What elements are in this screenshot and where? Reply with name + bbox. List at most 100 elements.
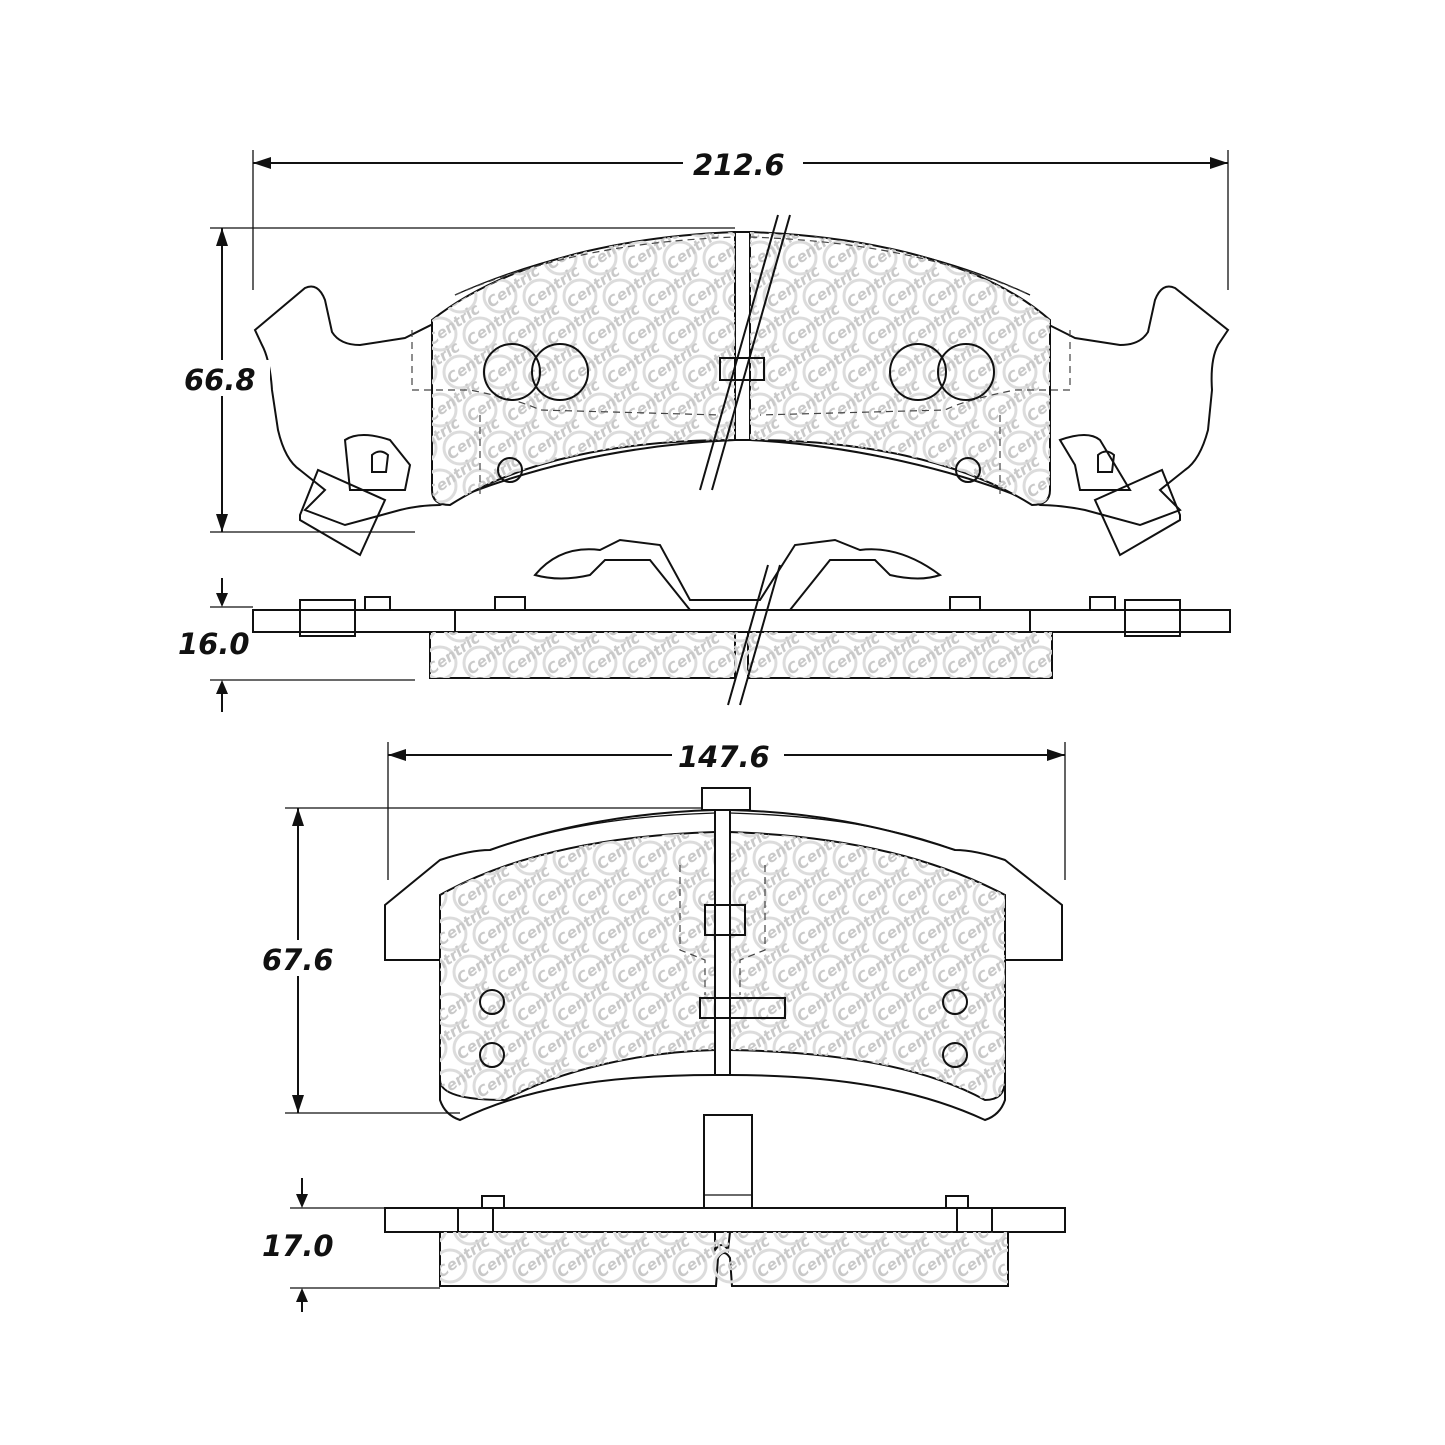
svg-text:Centric: Centric bbox=[933, 786, 993, 835]
svg-text:Centric: Centric bbox=[663, 452, 723, 501]
svg-text:Centric: Centric bbox=[453, 786, 513, 835]
svg-text:Centric: Centric bbox=[743, 452, 803, 501]
pad2-width-dimension: 147.6 bbox=[387, 737, 1066, 880]
svg-text:Centric: Centric bbox=[973, 1194, 1033, 1243]
watermark-logo: Centric bbox=[812, 1232, 873, 1246]
svg-text:Centric: Centric bbox=[463, 224, 523, 273]
pad1-width-dimension: 212.6 bbox=[252, 145, 1229, 290]
watermark-logo: Centric bbox=[622, 452, 683, 504]
watermark-logo: Centric bbox=[1022, 224, 1083, 276]
watermark-logo: Centric bbox=[992, 1052, 1005, 1100]
watermark-logo: Centric bbox=[772, 1232, 833, 1246]
svg-text:Centric: Centric bbox=[1043, 262, 1103, 311]
svg-text:Centric: Centric bbox=[493, 786, 553, 835]
svg-text:Centric: Centric bbox=[923, 186, 983, 235]
watermark-logo: Centric bbox=[492, 1232, 553, 1246]
watermark-logo: Centric bbox=[1042, 338, 1050, 390]
hole-icon bbox=[479, 1042, 505, 1068]
svg-text:Centric: Centric bbox=[883, 186, 943, 235]
watermark-logo: Centric bbox=[652, 1232, 713, 1246]
pad2-side-watermark: CentricCentricCentricCentricCentricCentr… bbox=[440, 1194, 1033, 1284]
watermark-logo: Centric bbox=[440, 832, 473, 838]
pad1-front-view: CentricCentricCentricCentricCentricCentr… bbox=[253, 186, 1230, 557]
svg-text:Centric: Centric bbox=[803, 186, 863, 235]
watermark-logo: Centric bbox=[963, 632, 1023, 643]
watermark-logo: Centric bbox=[762, 186, 823, 238]
hole-icon bbox=[942, 1042, 968, 1068]
watermark-logo: Centric bbox=[572, 1232, 633, 1246]
watermark-logo: Centric bbox=[692, 1232, 753, 1246]
rivet-icon bbox=[937, 343, 995, 401]
watermark-logo: Centric bbox=[782, 452, 843, 504]
svg-text:Centric: Centric bbox=[823, 452, 883, 501]
watermark-logo: Centric bbox=[972, 1194, 1033, 1246]
watermark-logo: Centric bbox=[972, 786, 1033, 838]
svg-text:Centric: Centric bbox=[703, 452, 763, 501]
watermark-logo: Centric bbox=[492, 786, 553, 838]
svg-text:Centric: Centric bbox=[763, 186, 823, 235]
svg-text:Centric: Centric bbox=[423, 224, 483, 273]
pad2-height-label: 67.6 bbox=[262, 943, 334, 977]
svg-text:Centric: Centric bbox=[893, 786, 953, 835]
pad2-height-dimension: 67.6 bbox=[258, 807, 702, 1114]
svg-text:Centric: Centric bbox=[973, 786, 1033, 835]
svg-text:Centric: Centric bbox=[843, 186, 903, 235]
hole-icon bbox=[955, 457, 981, 483]
svg-text:Centric: Centric bbox=[623, 452, 683, 501]
watermark-logo: Centric bbox=[603, 632, 663, 643]
watermark-logo: Centric bbox=[892, 1232, 953, 1246]
watermark-logo: Centric bbox=[962, 186, 1023, 238]
watermark-logo: Centric bbox=[842, 186, 903, 238]
pad2-thickness-label: 17.0 bbox=[262, 1229, 334, 1263]
watermark-logo: Centric bbox=[882, 186, 943, 238]
watermark-logo: Centric bbox=[452, 786, 513, 838]
watermark-logo: Centric bbox=[803, 632, 863, 643]
rivet-icon bbox=[531, 343, 589, 401]
watermark-logo: Centric bbox=[822, 452, 883, 504]
watermark-logo: Centric bbox=[1042, 262, 1103, 314]
watermark-logo: Centric bbox=[643, 632, 703, 643]
watermark-logo: Centric bbox=[883, 632, 943, 643]
watermark-logo: Centric bbox=[443, 632, 503, 643]
watermark-logo: Centric bbox=[423, 224, 483, 276]
svg-text:Centric: Centric bbox=[1023, 224, 1083, 273]
watermark-logo: Centric bbox=[702, 452, 763, 504]
watermark-logo: Centric bbox=[923, 632, 983, 643]
watermark-logo: Centric bbox=[582, 452, 643, 504]
watermark-logo: Centric bbox=[1042, 186, 1103, 238]
watermark-logo: Centric bbox=[843, 632, 903, 643]
pad1-width-label: 212.6 bbox=[693, 148, 785, 182]
rivet-icon bbox=[889, 343, 947, 401]
svg-text:Centric: Centric bbox=[1003, 186, 1063, 235]
watermark-logo: Centric bbox=[1002, 186, 1063, 238]
watermark-logo: Centric bbox=[532, 1232, 593, 1246]
svg-text:Centric: Centric bbox=[983, 224, 1043, 273]
hole-icon bbox=[942, 989, 968, 1015]
watermark-logo: Centric bbox=[892, 786, 953, 838]
pad2-width-label: 147.6 bbox=[678, 740, 770, 774]
svg-text:Centric: Centric bbox=[783, 452, 843, 501]
watermark-logo: Centric bbox=[452, 1232, 513, 1246]
pad1-height-dimension: 66.8 bbox=[180, 227, 735, 533]
pad1-height-label: 66.8 bbox=[184, 363, 256, 397]
watermark-logo: Centric bbox=[932, 1232, 993, 1246]
svg-text:Centric: Centric bbox=[1043, 186, 1103, 235]
watermark-logo: Centric bbox=[462, 224, 523, 276]
watermark-logo: Centric bbox=[763, 632, 823, 643]
svg-text:Centric: Centric bbox=[583, 452, 643, 501]
watermark-logo: Centric bbox=[612, 1232, 673, 1246]
hole-icon bbox=[479, 989, 505, 1015]
rivet-icon bbox=[483, 343, 541, 401]
watermark-logo: Centric bbox=[483, 632, 543, 643]
svg-text:Centric: Centric bbox=[963, 186, 1023, 235]
watermark-logo: Centric bbox=[742, 452, 803, 504]
watermark-logo: Centric bbox=[802, 186, 863, 238]
watermark-logo: Centric bbox=[1043, 632, 1052, 641]
watermark-logo: Centric bbox=[683, 632, 743, 643]
pad1-thickness-dimension: 16.0 bbox=[178, 578, 415, 712]
pad2-side-view: CentricCentricCentricCentricCentricCentr… bbox=[384, 1114, 1066, 1287]
watermark-logo: Centric bbox=[1042, 414, 1050, 466]
watermark-logo: Centric bbox=[563, 632, 623, 643]
watermark-logo: Centric bbox=[932, 786, 993, 838]
